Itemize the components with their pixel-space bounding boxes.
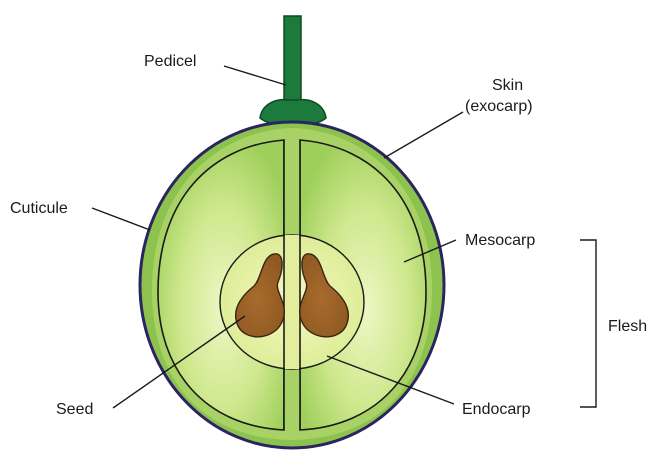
endocarp-label: Endocarp xyxy=(462,401,531,418)
septum-over-endocarp xyxy=(285,235,299,369)
cuticule-leader-line xyxy=(92,208,150,230)
skin-leader-line xyxy=(384,112,463,158)
pedicel-stem xyxy=(284,16,301,111)
pedicel-label: Pedicel xyxy=(144,53,196,70)
skin-label: Skin xyxy=(492,77,523,94)
seed-label: Seed xyxy=(56,401,93,418)
pedicel-leader-line xyxy=(224,66,286,85)
flesh-bracket xyxy=(580,240,596,407)
flesh-label: Flesh xyxy=(608,318,647,335)
cuticule-label: Cuticule xyxy=(10,200,68,217)
exocarp-label: (exocarp) xyxy=(465,98,533,115)
mesocarp-label: Mesocarp xyxy=(465,232,535,249)
